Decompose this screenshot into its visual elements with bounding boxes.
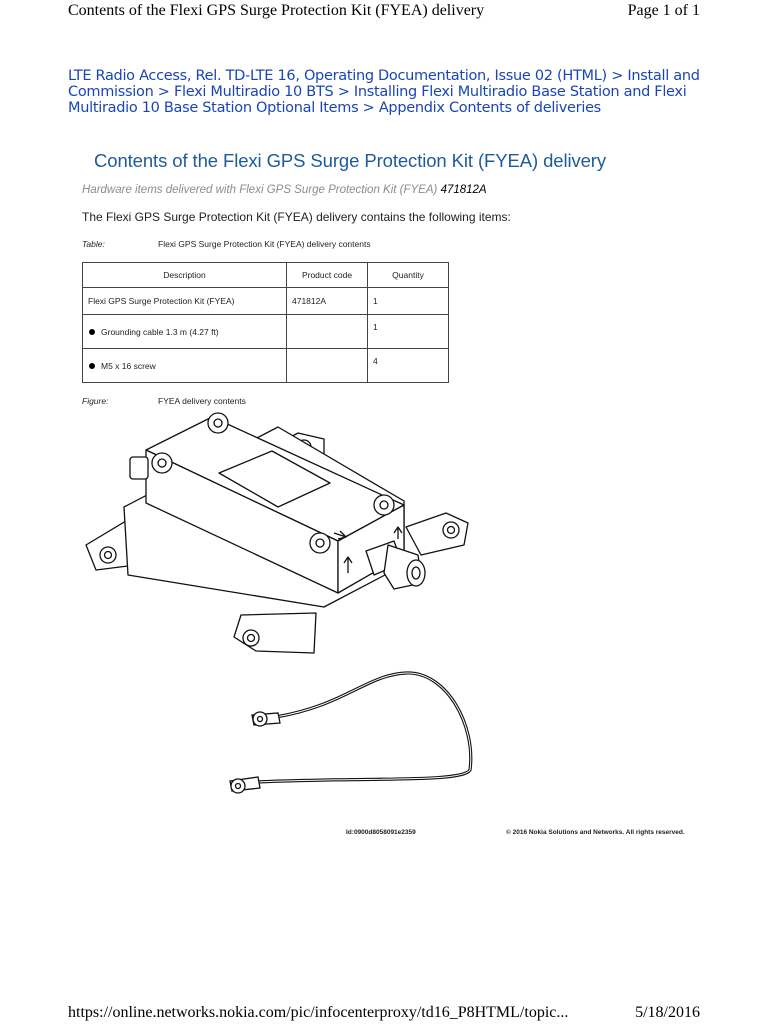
grounding-cable-drawing [229,671,473,794]
cell-description-text: M5 x 16 screw [101,360,156,371]
intro-text: The Flexi GPS Surge Protection Kit (FYEA… [82,210,511,224]
fyea-delivery-figure [85,412,473,794]
breadcrumb-item-appendix[interactable]: Appendix Contents of deliveries [378,100,601,116]
footer-url: https://online.networks.nokia.com/pic/in… [68,1004,569,1021]
cell-product-code: 471812A [286,287,368,315]
cell-quantity: 1 [367,314,449,349]
table-caption-text: Flexi GPS Surge Protection Kit (FYEA) de… [158,239,371,249]
breadcrumb: LTE Radio Access, Rel. TD-LTE 16, Operat… [68,68,700,116]
delivery-contents-table: Description Product code Quantity Flexi … [82,262,449,383]
hardware-items-text: Hardware items delivered with Flexi GPS … [82,184,438,196]
breadcrumb-item-operating-documentation[interactable]: LTE Radio Access, Rel. TD-LTE 16, Operat… [68,68,607,84]
hardware-product-code: 471812A [440,184,487,196]
table-row: Grounding cable 1.3 m (4.27 ft) 1 [82,314,449,349]
cell-quantity: 1 [367,287,449,315]
breadcrumb-item-installing-optional-items[interactable]: Installing Flexi Multiradio Base Station… [68,84,687,116]
cell-description: M5 x 16 screw [82,348,287,383]
header-title: Contents of the Flexi GPS Surge Protecti… [68,2,485,19]
table-caption: Table: Flexi GPS Surge Protection Kit (FY… [82,239,371,249]
col-header-product-code: Product code [286,262,368,288]
cell-product-code [286,348,368,383]
breadcrumb-separator: > [362,100,375,116]
breadcrumb-separator: > [611,68,624,84]
cell-quantity: 4 [367,348,449,383]
figure-label: Figure: [82,396,109,406]
cell-description: Flexi GPS Surge Protection Kit (FYEA) [82,287,287,315]
table-label: Table: [82,239,105,249]
bullet-icon [89,328,95,335]
print-footer: https://online.networks.nokia.com/pic/in… [68,1004,700,1024]
figure-caption-text: FYEA delivery contents [158,396,246,406]
table-header-row: Description Product code Quantity [82,262,449,288]
footer-date: 5/18/2016 [635,1004,700,1021]
breadcrumb-item-install-and-commission[interactable]: Install and Commission [68,68,700,100]
cell-description: Grounding cable 1.3 m (4.27 ft) [82,314,287,349]
breadcrumb-separator: > [337,84,350,100]
page-number: Page 1 of 1 [627,2,700,19]
table-row: M5 x 16 screw 4 [82,348,449,383]
surge-protector-drawing [85,412,469,654]
hardware-items-line: Hardware items delivered with Flexi GPS … [82,184,487,196]
cell-product-code [286,314,368,349]
copyright-text: © 2016 Nokia Solutions and Networks. All… [506,829,685,836]
print-header: Contents of the Flexi GPS Surge Protecti… [68,0,700,24]
page-title: Contents of the Flexi GPS Surge Protecti… [94,150,607,171]
cell-description-text: Grounding cable 1.3 m (4.27 ft) [101,326,219,337]
col-header-description: Description [82,262,287,288]
figure-id: Id:0900d8058091e2359 [346,829,416,836]
table-row: Flexi GPS Surge Protection Kit (FYEA) 47… [82,287,449,315]
breadcrumb-separator: > [157,84,170,100]
breadcrumb-item-flexi-multiradio-10-bts[interactable]: Flexi Multiradio 10 BTS [173,84,334,100]
figure-caption: Figure: FYEA delivery contents [82,396,246,406]
bullet-icon [89,362,95,369]
col-header-quantity: Quantity [367,262,449,288]
